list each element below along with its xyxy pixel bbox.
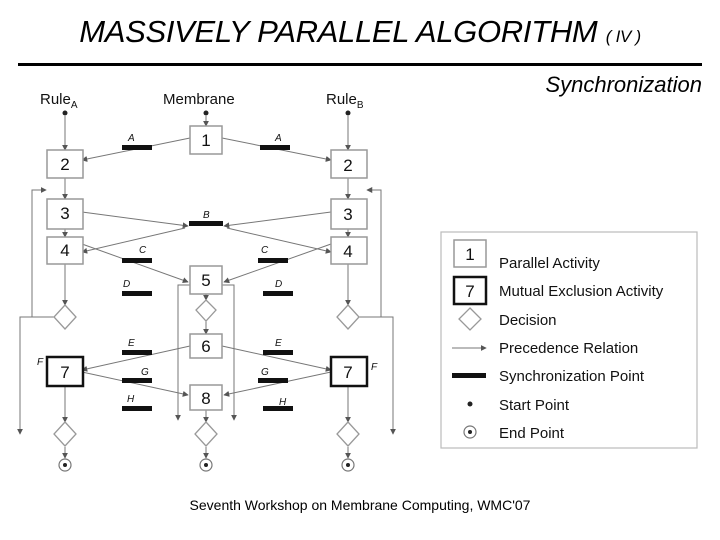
activity-7-rule-a xyxy=(45,355,85,388)
activity-2-rule-a xyxy=(46,149,84,179)
sync-bar-e-right xyxy=(263,350,293,355)
sync-label-g-left: G xyxy=(141,367,149,378)
start-point-rule-b xyxy=(345,110,351,116)
activity-4-rule-b-label: 4 xyxy=(343,242,352,261)
activity-6-membrane-label: 6 xyxy=(201,337,210,356)
column-label-membrane: Membrane xyxy=(163,91,235,108)
sync-label-d-left: D xyxy=(123,279,130,290)
activity-5-membrane-label: 5 xyxy=(201,271,210,290)
slide-title: MASSIVELY PARALLEL ALGORITHM ( IV ) xyxy=(0,14,720,50)
activity-2-rule-b xyxy=(330,149,368,179)
sync-bar-e-left xyxy=(122,350,152,355)
end-point-rule-a xyxy=(58,458,72,472)
legend-decision-label: Decision xyxy=(499,312,557,329)
activity-4-rule-a-label: 4 xyxy=(60,241,69,260)
sync-label-e-right: E xyxy=(275,338,282,349)
decision-membrane-lower xyxy=(194,421,218,447)
legend-sync-label: Synchronization Point xyxy=(499,368,645,385)
column-label-rule-b: RuleB xyxy=(326,91,364,111)
sync-bar-d-right xyxy=(263,291,293,296)
activity-5-membrane xyxy=(189,265,223,295)
legend-mutex-symbol xyxy=(452,275,488,306)
title-underline xyxy=(18,63,702,66)
sync-bar-h-right xyxy=(263,406,293,411)
legend-start-label: Start Point xyxy=(499,397,570,414)
sync-label-h-left: H xyxy=(127,394,135,405)
legend-panel xyxy=(440,231,698,449)
sync-label-b: B xyxy=(203,210,210,221)
sync-label-f-left: F xyxy=(37,357,44,368)
activity-8-membrane xyxy=(189,384,223,411)
sync-bar-g-left xyxy=(122,378,152,383)
column-label-rule-a: RuleA xyxy=(40,91,78,111)
activity-4-rule-a xyxy=(46,236,84,265)
legend-parallel-symbol xyxy=(453,239,487,268)
end-point-membrane xyxy=(199,458,213,472)
footer-text: Seventh Workshop on Membrane Computing, … xyxy=(189,497,531,513)
sync-label-c-left: C xyxy=(139,245,147,256)
decision-rule-b-lower xyxy=(336,421,360,447)
legend-decision-symbol xyxy=(458,307,482,331)
sync-bar-b xyxy=(189,221,223,226)
legend-parallel-symbol-label: 1 xyxy=(465,245,474,264)
activity-6-membrane xyxy=(189,333,223,359)
sync-label-h-right: H xyxy=(279,397,287,408)
legend-end-label: End Point xyxy=(499,425,565,442)
activity-1-membrane xyxy=(189,125,223,155)
sync-bar-g-right xyxy=(258,378,288,383)
activity-7-rule-b-label: 7 xyxy=(343,363,352,382)
decision-membrane-upper xyxy=(195,299,217,322)
sync-label-a-left: A xyxy=(127,133,135,144)
activity-1-membrane-label: 1 xyxy=(201,131,210,150)
sync-label-f-right: F xyxy=(371,362,378,373)
legend-end-symbol xyxy=(463,425,477,439)
sync-bar-c-right xyxy=(258,258,288,263)
sync-bar-d-left xyxy=(122,291,152,296)
sync-bar-h-left xyxy=(122,406,152,411)
activity-4-rule-b xyxy=(330,236,368,265)
sync-bar-a-right xyxy=(260,145,290,150)
start-point-rule-a xyxy=(62,110,68,116)
sync-label-a-right: A xyxy=(274,133,282,144)
decision-rule-b-upper xyxy=(336,304,360,330)
title-main: MASSIVELY PARALLEL ALGORITHM xyxy=(79,14,598,49)
sync-label-g-right: G xyxy=(261,367,269,378)
sync-bar-c-left xyxy=(122,258,152,263)
legend-mutex-symbol-label: 7 xyxy=(465,282,474,301)
legend-start-symbol xyxy=(467,401,473,407)
activity-2-rule-b-label: 2 xyxy=(343,156,352,175)
activity-7-rule-b xyxy=(329,355,369,388)
legend-sync-symbol xyxy=(452,373,486,378)
activity-3-rule-b xyxy=(330,198,368,230)
sync-bar-a-left xyxy=(122,145,152,150)
activity-8-membrane-label: 8 xyxy=(201,389,210,408)
sync-label-d-right: D xyxy=(275,279,282,290)
sync-label-e-left: E xyxy=(128,338,135,349)
activity-3-rule-a xyxy=(46,198,84,230)
end-point-rule-b xyxy=(341,458,355,472)
section-label: Synchronization xyxy=(545,72,702,97)
title-suffix: ( IV ) xyxy=(605,27,641,46)
activity-3-rule-a-label: 3 xyxy=(60,204,69,223)
activity-3-rule-b-label: 3 xyxy=(343,205,352,224)
legend-parallel-label: Parallel Activity xyxy=(499,255,600,272)
activity-7-rule-a-label: 7 xyxy=(60,363,69,382)
legend-precedence-label: Precedence Relation xyxy=(499,340,638,357)
start-point-membrane xyxy=(203,110,209,116)
decision-rule-a-lower xyxy=(53,421,77,447)
decision-rule-a-upper xyxy=(53,304,77,330)
activity-2-rule-a-label: 2 xyxy=(60,155,69,174)
legend-mutex-label: Mutual Exclusion Activity xyxy=(499,283,664,300)
sync-label-c-right: C xyxy=(261,245,269,256)
